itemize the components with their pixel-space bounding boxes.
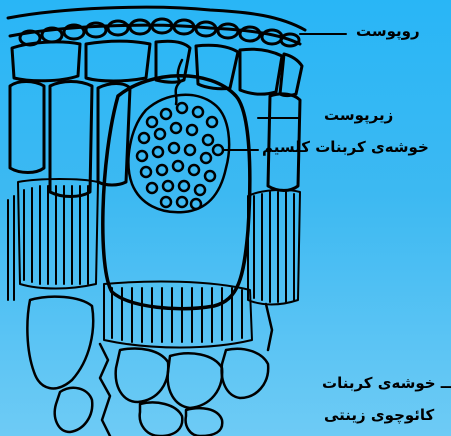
label-hypodermis: زیرپوست	[324, 106, 393, 124]
label-plant-name: کائوچوی زینتی	[324, 406, 434, 424]
idioblast-cell	[103, 76, 250, 309]
bottom-cells	[27, 297, 272, 436]
palisade-tissue	[8, 179, 300, 348]
label-epidermis: روپوست	[356, 22, 420, 40]
label-druse: خوشه‌ی کربنات کلسیم	[262, 138, 429, 156]
druse-cluster	[128, 95, 229, 212]
epidermis-layer	[8, 7, 305, 46]
label-druse-line-2: ــ خوشه‌ی کربنات	[322, 374, 451, 392]
hypodermis-cells	[12, 41, 302, 96]
